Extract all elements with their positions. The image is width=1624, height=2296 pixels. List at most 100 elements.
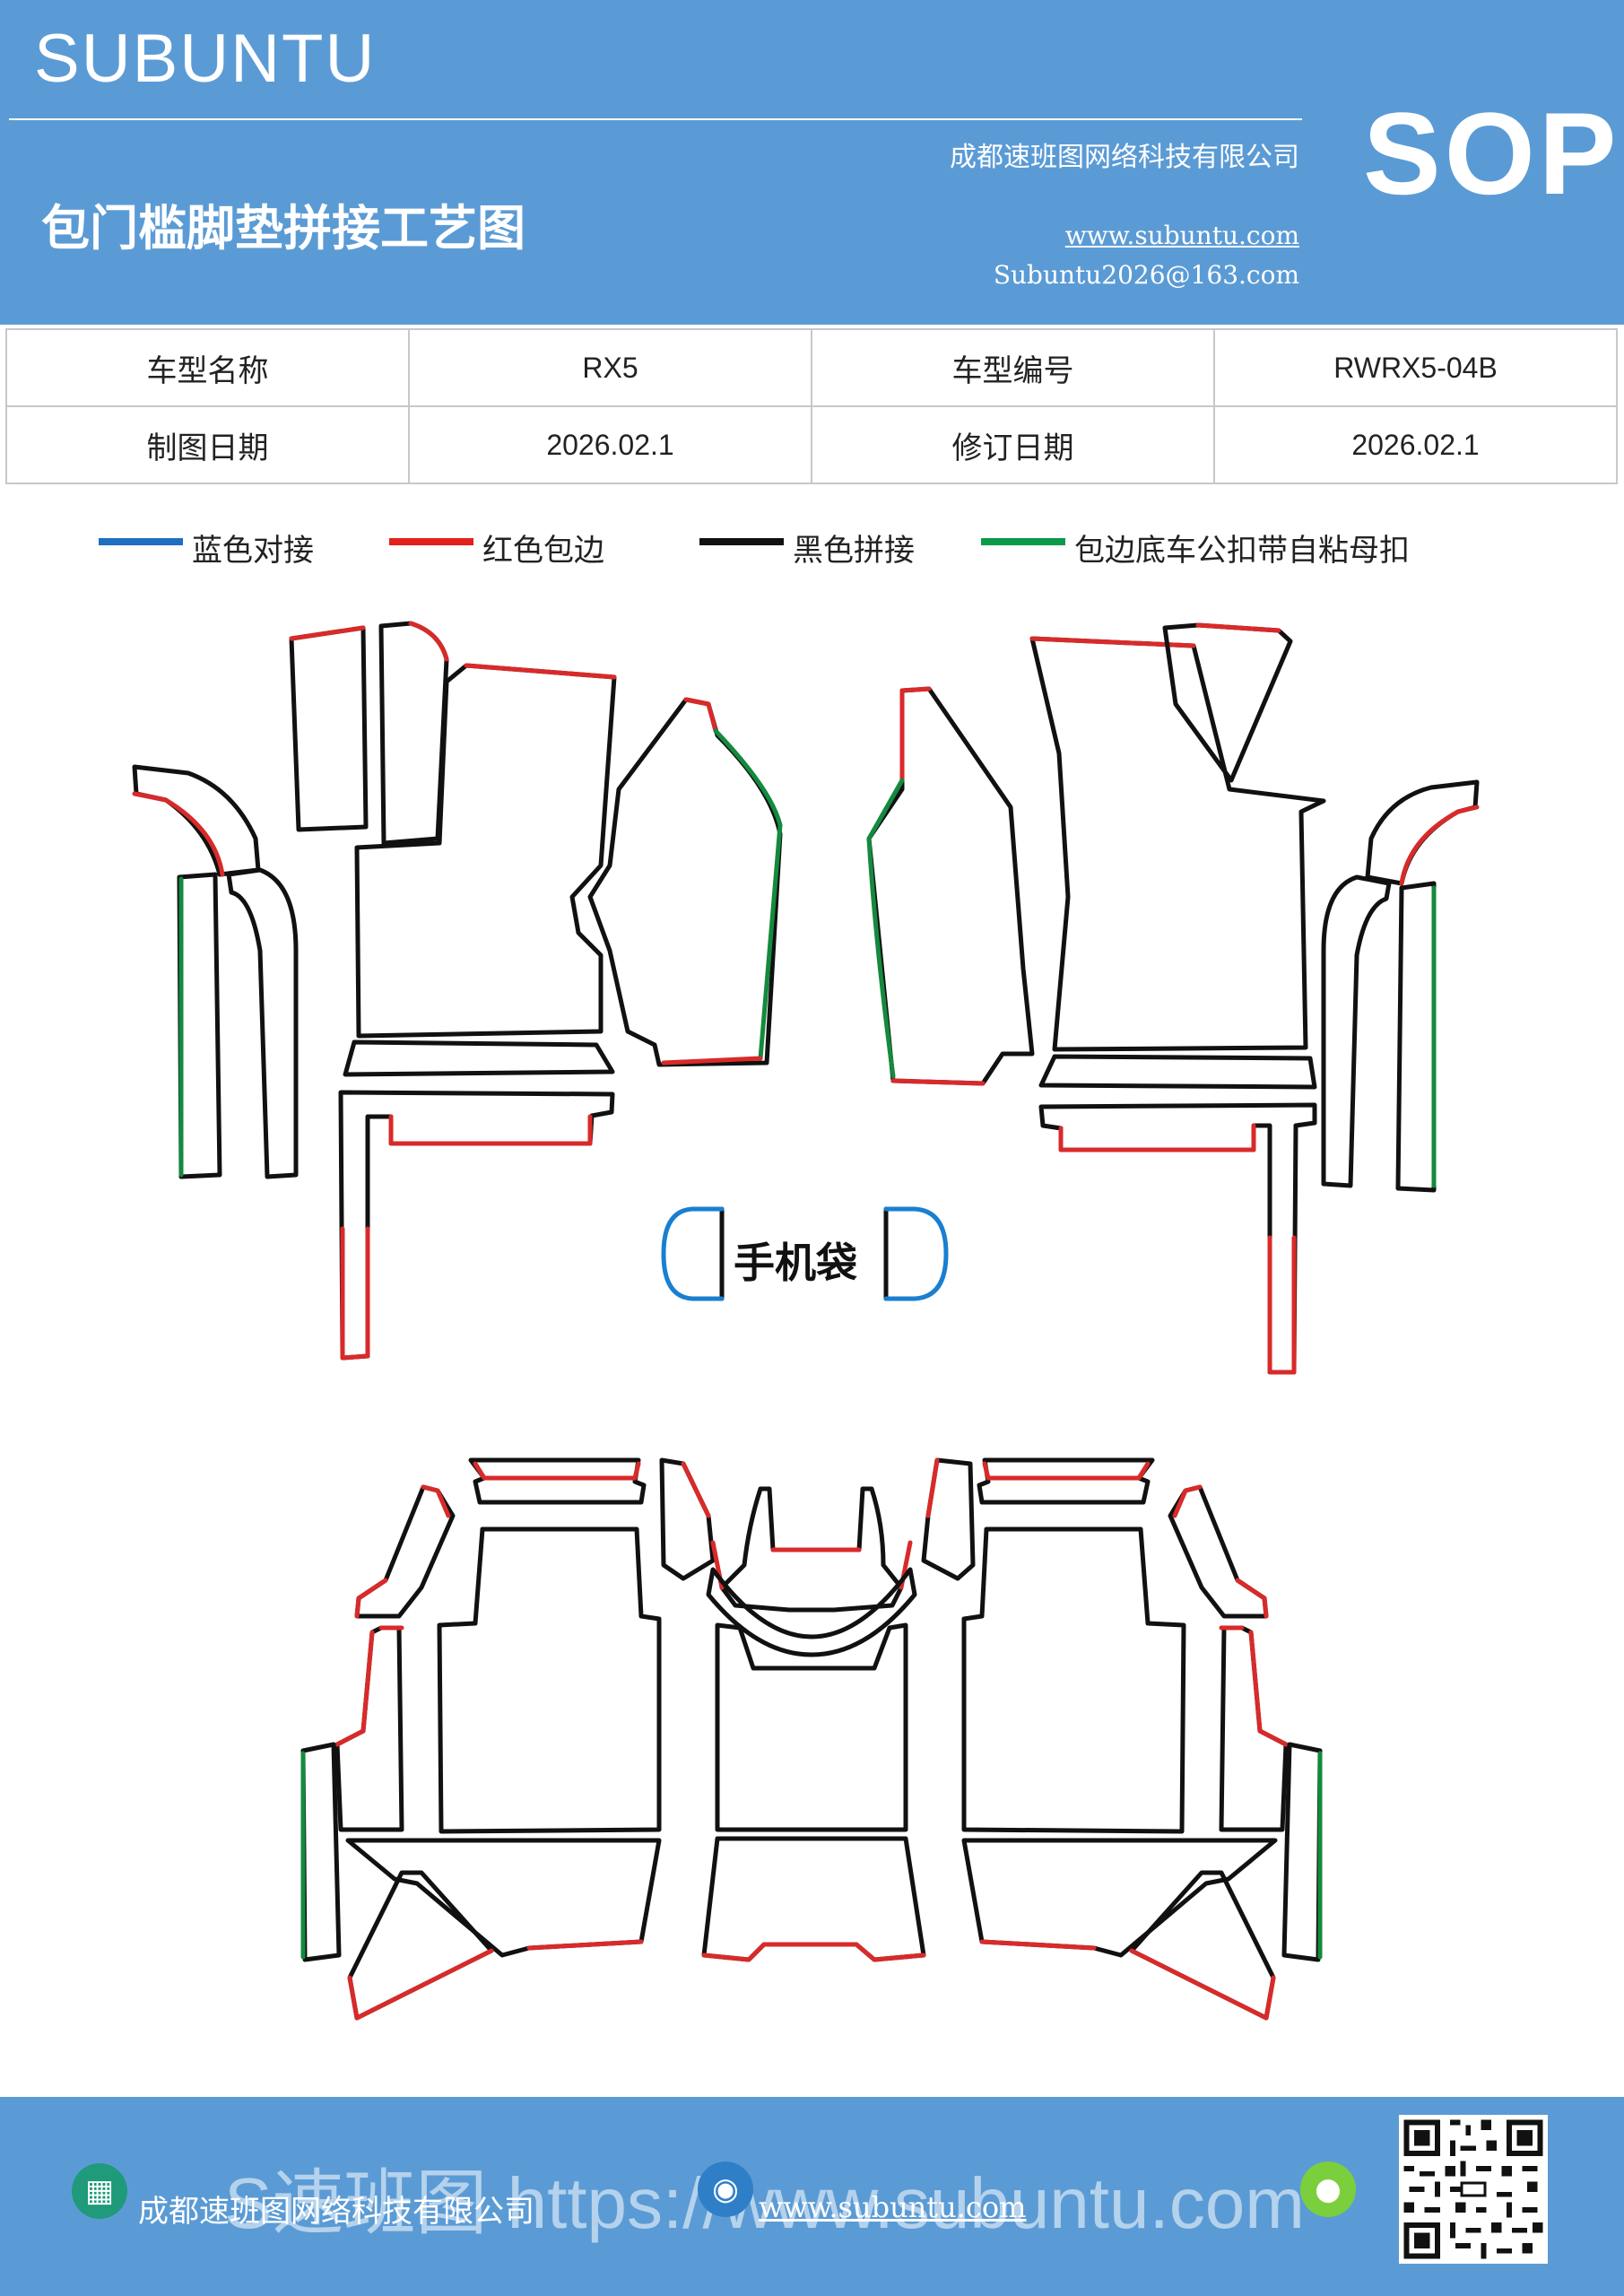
rear-right-corner-red [1172,1484,1269,1619]
heel-strip-right-2 [1038,1102,1317,1375]
heel-strip-left-2-red-tail [340,1226,370,1361]
front-left-mat-group [132,621,783,1361]
rear-left-corner-red [354,1484,451,1619]
front-left-main-mat [354,663,617,1039]
brand-logo: SUBUNTU [34,21,377,97]
rear-left-lower-mat [345,1838,662,1958]
front-left-side-panel-bottom-red [661,1056,763,1065]
heel-strip-right-2-red [1058,1123,1256,1152]
rear-right-lower-mat [961,1838,1278,1958]
revise-date-label: 修订日期 [811,405,1215,484]
rear-center-main-mat [715,1622,908,1832]
company-name: 成都速班图网络科技有限公司 [950,142,1299,173]
model-name-value: RX5 [408,328,812,407]
front-right-main-mat [1029,636,1326,1052]
website-link[interactable]: www.subuntu.com [1064,221,1299,250]
legend-swatch-blue [99,538,183,545]
legend-label-red: 红色包边 [482,533,604,569]
rear-right-corner [1168,1484,1269,1619]
table-row: 车型名称 RX5 车型编号 RWRX5-04B [5,328,1618,407]
rear-mat-group [300,1457,1323,2021]
sill-panel-left-b-red [408,621,449,662]
sill-strip-left-outer-red [132,791,225,877]
front-right-side-panel-green [866,778,905,1079]
sill-strip-right-outer [1365,779,1480,886]
edge-strip-right-green [1395,881,1437,1193]
phone-pocket-right-blue [883,1206,949,1301]
legend-item-green: 包边底车公扣带自粘母扣 [981,526,1519,570]
rear-right-green-strip [1281,1742,1323,1962]
rear-center-top-left-strip [659,1457,716,1581]
front-left-side-panel [587,697,783,1067]
draw-date-value: 2026.02.1 [408,405,812,484]
front-right-side-panel-red [899,686,932,783]
rear-center-lower-mat-red [701,1942,926,1962]
model-name-label: 车型名称 [5,328,410,407]
legend-swatch-black [699,538,784,545]
rear-right-top-strip [977,1457,1155,1505]
revise-date-value: 2026.02.1 [1213,405,1618,484]
page-title: 包门槛脚垫拼接工艺图 [41,200,525,257]
rear-right-wedge [1129,1870,1276,2021]
sill-panel-left-b [378,621,449,846]
rear-left-main-mat [437,1526,662,1834]
heel-strip-left-2-red [388,1114,593,1146]
rear-center-top-right-strip [921,1457,976,1581]
rear-right-outer-strip-red [1219,1625,1289,1747]
heel-strip-right-2-red-tail [1267,1235,1297,1375]
rear-center-top-left-strip-red [681,1461,711,1518]
rear-right-lower-mat-red [979,1939,1097,1951]
table-row: 制图日期 2026.02.1 修订日期 2026.02.1 [5,405,1618,484]
wechat-icon: ● [1300,2161,1356,2217]
sop-badge: SOP [1363,88,1620,219]
footer-website-link[interactable]: www.subuntu.com [759,2190,1027,2224]
footer-watermark: S速班图 https://www.subuntu.com [224,2163,1305,2243]
heel-strip-left-1 [343,1039,615,1077]
legend-item-red: 红色包边 [389,526,658,570]
front-left-main-mat-red [464,663,617,680]
qr-code [1399,2115,1548,2264]
front-right-wedge-red [1195,622,1281,633]
sill-strip-right-outer-red [1399,804,1480,886]
edge-strip-left-2 [226,867,299,1179]
draw-date-label: 制图日期 [5,405,410,484]
rear-left-top-strip-red [473,1461,641,1481]
rear-left-lower-mat-red [526,1939,644,1951]
sill-panel-left-a-red [289,625,366,641]
mat-splicing-diagram [132,621,1480,2021]
rear-right-wedge-red [1129,1948,1276,2021]
phone-pocket-group [661,1206,949,1301]
legend-label-green: 包边底车公扣带自粘母扣 [1074,533,1410,569]
legend-label-blue: 蓝色对接 [192,533,314,569]
model-code-value: RWRX5-04B [1213,328,1618,407]
legend-item-black: 黑色拼接 [699,526,968,570]
rear-right-top-strip-red [982,1461,1151,1481]
legend-label-black: 黑色拼接 [793,533,915,569]
front-left-side-panel-green [713,728,783,1061]
rear-left-outer-strip-red [334,1625,404,1747]
footer-company-name: 成都速班图网络科技有限公司 [138,2194,534,2230]
front-right-side-panel-bottom-red [890,1078,986,1086]
rear-center-top-right-strip-red [925,1457,940,1518]
heel-strip-left-2 [338,1090,615,1361]
rear-left-corner [354,1484,456,1619]
globe-icon: ◉ [698,2161,753,2217]
front-right-side-panel [866,686,1035,1086]
rear-left-top-strip [468,1457,647,1505]
rear-left-green-strip [300,1742,342,1962]
edge-strip-right-2 [1321,874,1392,1188]
legend-swatch-green [981,538,1065,545]
building-icon: ▦ [72,2163,127,2219]
heel-strip-right-1 [1038,1054,1317,1090]
sill-panel-left-a [289,625,369,832]
footer-banner: S速班图 https://www.subuntu.com ▦ 成都速班图网络科技… [0,2097,1624,2296]
edge-strip-left-green [177,872,222,1179]
rear-right-main-mat [961,1526,1186,1834]
model-code-label: 车型编号 [811,328,1215,407]
rear-left-wedge-red [347,1948,494,2021]
legend-swatch-red [389,538,473,545]
email-address: Subuntu2026@163.com [993,260,1299,290]
info-table: 车型名称 RX5 车型编号 RWRX5-04B 制图日期 2026.02.1 修… [5,328,1618,484]
rear-center-lower-mat [701,1836,926,1962]
rear-center-arch-band [706,1567,917,1657]
